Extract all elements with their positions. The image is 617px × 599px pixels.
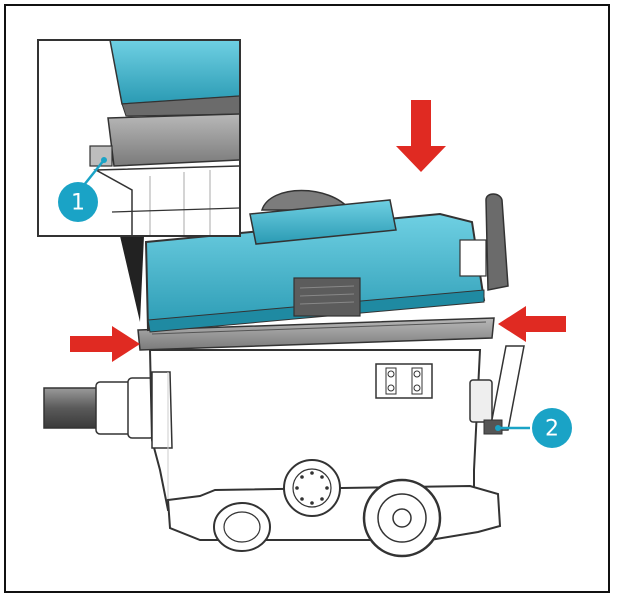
press-right-arrow	[70, 326, 140, 362]
vacuum-lid	[144, 189, 509, 333]
front-wheel	[213, 502, 271, 552]
rear-wheel	[362, 478, 442, 558]
vent-grille	[283, 459, 341, 517]
callout-badge-2: 2	[532, 408, 572, 448]
seal-ring	[137, 317, 495, 351]
press-down-arrow	[396, 100, 446, 172]
lid-handle	[485, 193, 509, 291]
magnifier-inset	[37, 39, 241, 322]
callout-label-1: 1	[71, 191, 85, 216]
side-clip	[469, 379, 493, 423]
callout-badge-1: 1	[58, 182, 98, 222]
callout-label-2: 2	[545, 417, 559, 442]
lid-label-plate	[293, 277, 361, 317]
press-left-arrow	[498, 306, 566, 342]
vacuum-base	[166, 459, 502, 558]
hose	[43, 377, 155, 439]
latch-bracket	[375, 363, 433, 399]
vacuum-body	[148, 349, 493, 512]
